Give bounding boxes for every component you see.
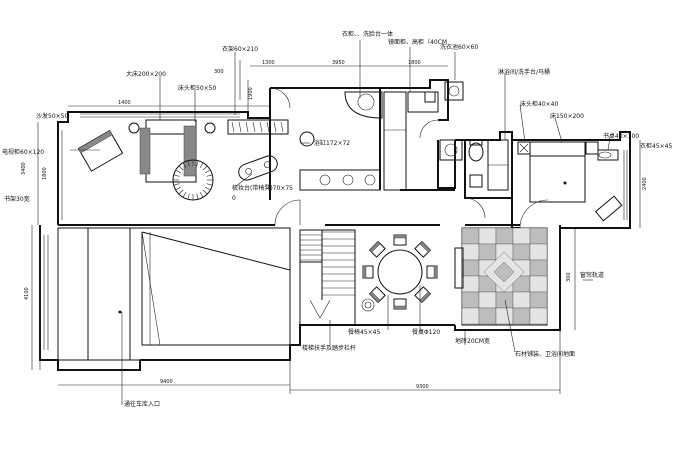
dim-right-3: 300 [566,272,572,282]
label-dressing-table: 梳妆台(带椅凳)70×75 [232,184,293,192]
dining-chair [414,286,432,304]
dim-inner-1: 300 [214,69,224,75]
dining-table [361,234,438,312]
label-top-center: 衣柜、、洗脸台一体 [342,30,393,38]
label-bath-note: 淋浴间/洗手台/马桶 [498,68,550,76]
leader-lines [70,40,611,405]
dining-chair [393,234,407,246]
dim-top-3: 3950 [332,60,345,66]
label-bottom-note: 通往车库入口 [124,400,160,408]
dining-chair [368,240,386,258]
dining-chair [426,265,438,279]
label-floor-note: 地砖20CM宽 [455,337,490,345]
left-bedroom [77,87,315,226]
label-wash-basin: 洗衣池60×60 [440,43,478,51]
tiled-area [454,227,548,326]
label-dining-table: 餐桌Φ120 [412,328,440,336]
right-bedroom [517,141,623,229]
dim-bottom-1: 9400 [160,379,173,385]
dining-chair [393,298,407,310]
dining-chair [362,265,374,279]
outer-walls [39,79,631,371]
label-bedside-table: 床头柜50×50 [178,84,216,92]
label-stair-note: 楼梯扶手及踏步栏杆 [302,344,356,352]
dim-right-1: 2400 [642,177,648,190]
dim-left-3: 4100 [24,287,30,300]
dining-chair [414,240,432,258]
label-bathtub: 浴缸172×72 [314,139,350,147]
label-cabinet-right: 衣柜45×45 [640,142,672,150]
dim-top-2: 1300 [262,60,275,66]
annotations: 衣柜、、洗脸台一体 镜面柜、高柜（40CM 洗衣池60×60 衣架60×210 … [2,30,672,408]
dining-chair [368,286,386,304]
dim-right-2: 1900 [248,87,254,100]
label-chair: 餐椅45×45 [348,328,380,336]
label-clothes-rack: 衣架60×210 [222,45,258,53]
bathroom-1 [299,81,464,191]
label-bookshelf: 书架30宽 [4,195,30,203]
label-right-wall-note: 窗帘轨道 [580,271,604,279]
label-bed-double: 大床200×200 [126,70,166,78]
bathroom-2 [439,139,509,219]
dim-top-4: 1800 [408,60,421,66]
label-tile-note: 石材铺装、卫浴间地面 [515,350,575,358]
windows [43,113,628,350]
dim-bottom-2: 9300 [416,384,429,390]
garage-area [57,227,291,361]
staircase [299,229,356,326]
label-zero: 0 [232,195,236,202]
dim-top-1: 1400 [118,100,131,106]
dim-left-2: 1800 [42,167,48,180]
label-bed-right: 床150×200 [550,112,584,120]
dimension-lines [31,60,641,394]
label-sofa-left: 沙发50×50 [36,112,68,120]
label-tv-cabinet: 电视柜60×120 [2,148,44,156]
label-bedside-right: 床头柜40×40 [520,100,558,108]
dim-left-1: 3400 [21,162,27,175]
label-mirror-cabinet: 镜面柜、高柜（40CM [388,38,447,46]
label-desk: 书桌40×100 [603,132,639,140]
